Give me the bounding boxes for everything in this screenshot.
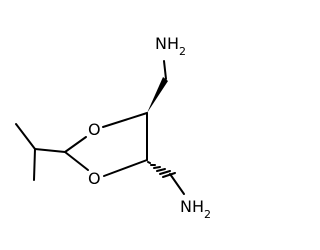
oxygen-lower-label: O — [88, 169, 101, 188]
amine-top-subscript: 2 — [179, 45, 186, 58]
bond-c4-o3 — [103, 159, 148, 177]
wedge-bond-c5-ch2 — [147, 77, 168, 113]
oxygen-upper-label: O — [88, 120, 101, 139]
bond-o3-c2 — [64, 151, 89, 171]
bond-o1-c5 — [102, 112, 148, 128]
hashed-bond-c4-ch2 — [147, 161, 176, 178]
amine-bottom-main: NH — [180, 197, 204, 216]
bond-c2-o1 — [64, 136, 87, 153]
molecule-diagram: O O NH2 NH2 — [15, 34, 211, 221]
bond-ipr-ch3-upper — [15, 123, 36, 150]
amine-top-main: NH — [155, 34, 179, 53]
bond-ch2-n-top — [163, 60, 167, 80]
structure-svg: O O NH2 NH2 — [15, 34, 211, 221]
amine-top-label: NH2 — [155, 34, 186, 58]
bond-c2-ipr — [34, 148, 66, 153]
amine-bottom-label: NH2 — [180, 197, 211, 221]
bond-ch2-n-bottom — [169, 173, 185, 195]
amine-bottom-subscript: 2 — [204, 208, 211, 221]
bond-ipr-ch3-lower — [33, 148, 36, 181]
